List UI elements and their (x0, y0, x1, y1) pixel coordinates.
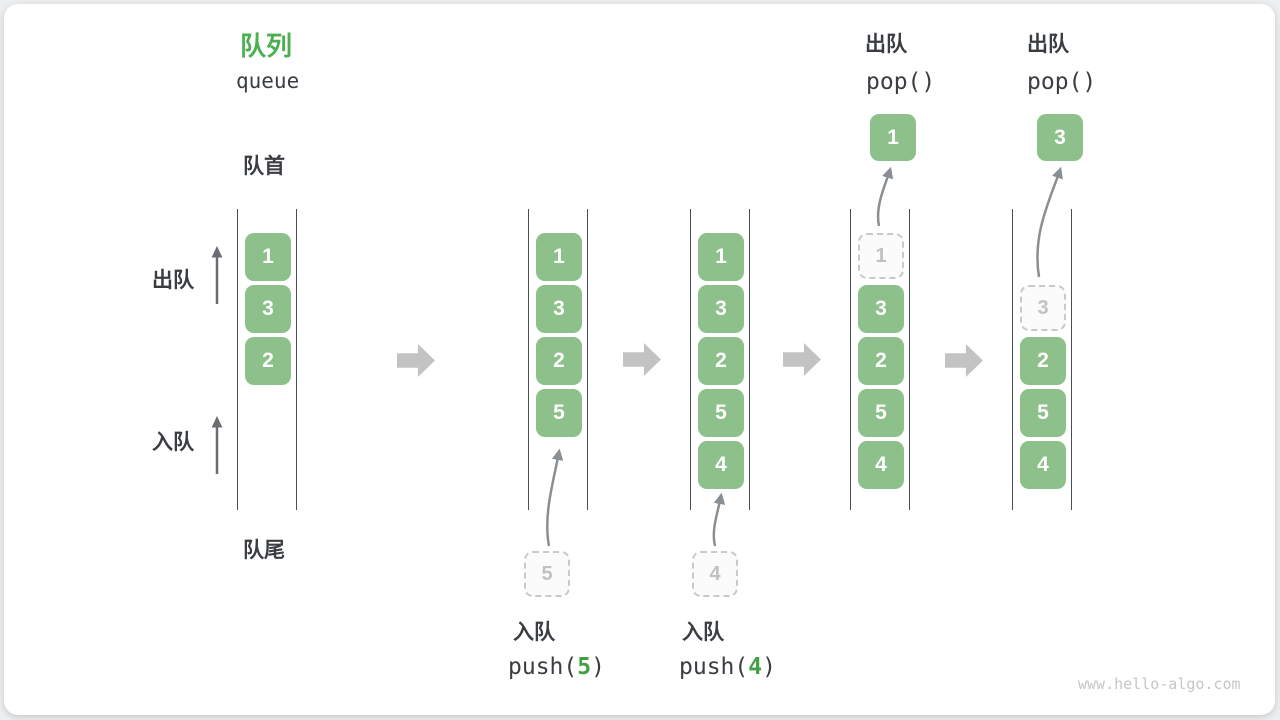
queue-cell-ghost: 3 (1020, 285, 1066, 331)
page-title: 队列 (240, 31, 293, 61)
dequeue-path-arrow-icon (1036, 166, 1063, 278)
queue-cell: 4 (1020, 441, 1066, 489)
page-subtitle: queue (236, 69, 300, 93)
popped-cell: 3 (1037, 114, 1083, 161)
queue-cell: 5 (1020, 389, 1066, 437)
label-queue-front: 队首 (243, 155, 285, 178)
queue-cell: 2 (1020, 337, 1066, 385)
queue-channel-4 (850, 209, 910, 510)
queue-cell-ghost: 1 (858, 233, 904, 279)
queue-cell: 1 (245, 233, 291, 281)
dequeue-direction-arrow-icon (211, 246, 223, 304)
pending-cell: 4 (692, 551, 738, 597)
queue-cell: 1 (536, 233, 582, 281)
op-code-pop-1: pop() (866, 69, 936, 95)
pending-cell: 5 (524, 551, 570, 597)
op-code-pop-2: pop() (1027, 69, 1097, 95)
code-arg: 5 (577, 654, 592, 680)
queue-cell: 3 (698, 285, 744, 333)
dequeue-path-arrow-icon (876, 166, 894, 227)
queue-cell: 1 (698, 233, 744, 281)
watermark: www.hello-algo.com (1078, 675, 1241, 693)
popped-cell: 1 (870, 114, 916, 161)
queue-channel-1 (237, 209, 297, 510)
queue-cell: 5 (858, 389, 904, 437)
code-suffix: ) (762, 654, 776, 680)
label-queue-rear: 队尾 (243, 539, 285, 562)
op-label-enqueue-1: 入队 (513, 621, 555, 644)
label-dequeue: 出队 (152, 269, 194, 292)
queue-cell: 3 (536, 285, 582, 333)
op-code-push-5: push(5) (508, 656, 605, 679)
queue-cell: 3 (858, 285, 904, 333)
queue-cell: 5 (536, 389, 582, 437)
code-prefix: push( (508, 654, 578, 680)
enqueue-direction-arrow-icon (211, 416, 223, 474)
queue-cell: 2 (245, 337, 291, 385)
code-suffix: ) (591, 654, 605, 680)
op-label-dequeue-1: 出队 (865, 33, 907, 56)
label-enqueue: 入队 (152, 431, 194, 454)
queue-channel-2 (528, 209, 588, 510)
queue-cell: 4 (858, 441, 904, 489)
enqueue-path-arrow-icon (546, 448, 564, 547)
op-label-enqueue-2: 入队 (682, 621, 724, 644)
queue-cell: 2 (536, 337, 582, 385)
queue-channel-3 (690, 209, 750, 510)
queue-channel-5 (1012, 209, 1072, 510)
queue-cell: 2 (858, 337, 904, 385)
op-code-push-4: push(4) (679, 656, 776, 679)
enqueue-path-arrow-icon (712, 492, 726, 547)
queue-cell: 2 (698, 337, 744, 385)
code-arg: 4 (748, 654, 763, 680)
code-prefix: push( (679, 654, 749, 680)
queue-cell: 4 (698, 441, 744, 489)
queue-cell: 3 (245, 285, 291, 333)
op-label-dequeue-2: 出队 (1027, 33, 1069, 56)
queue-cell: 5 (698, 389, 744, 437)
